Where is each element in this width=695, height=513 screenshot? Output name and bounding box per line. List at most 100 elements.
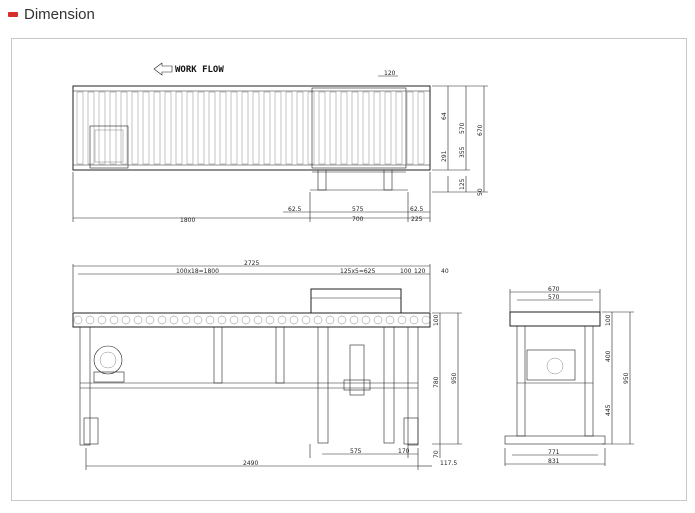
work-flow-label: WORK FLOW bbox=[175, 65, 224, 75]
front-roller bbox=[229, 315, 239, 325]
front-roller bbox=[109, 315, 119, 325]
top-roller bbox=[351, 91, 359, 165]
front-roller bbox=[73, 315, 83, 325]
front-view-rollers bbox=[73, 315, 431, 325]
side-view-leg-right bbox=[584, 325, 594, 437]
front-roller bbox=[253, 315, 263, 325]
dim-70: 70 bbox=[433, 450, 440, 458]
dim-100-front: 100 bbox=[400, 268, 412, 275]
top-roller bbox=[175, 91, 183, 165]
top-roller bbox=[87, 91, 95, 165]
drawing-frame bbox=[11, 38, 687, 501]
top-roller bbox=[153, 91, 161, 165]
bullet-icon bbox=[8, 11, 18, 17]
section-title: Dimension bbox=[24, 5, 95, 23]
dim-40: 40 bbox=[441, 268, 449, 275]
dim-125: 125 bbox=[459, 178, 466, 190]
top-roller bbox=[384, 91, 392, 165]
dim-2725: 2725 bbox=[244, 260, 259, 267]
dim-771: 771 bbox=[548, 449, 560, 456]
dim-700: 700 bbox=[352, 216, 364, 223]
top-view-transfer bbox=[311, 87, 407, 169]
front-view-rail bbox=[72, 312, 431, 328]
front-roller bbox=[241, 315, 251, 325]
dim-62-5-left: 62.5 bbox=[288, 206, 302, 213]
top-roller bbox=[373, 91, 381, 165]
dim-445: 445 bbox=[605, 404, 612, 416]
front-roller bbox=[145, 315, 155, 325]
top-roller bbox=[296, 91, 304, 165]
top-roller bbox=[164, 91, 172, 165]
top-roller bbox=[131, 91, 139, 165]
top-roller bbox=[109, 91, 117, 165]
top-roller bbox=[307, 91, 315, 165]
dim-670-top: 670 bbox=[477, 124, 484, 136]
front-roller bbox=[157, 315, 167, 325]
top-roller bbox=[340, 91, 348, 165]
front-roller bbox=[301, 315, 311, 325]
front-roller bbox=[373, 315, 383, 325]
top-roller bbox=[417, 91, 425, 165]
side-view-top bbox=[509, 311, 601, 327]
top-roller bbox=[120, 91, 128, 165]
dim-355: 355 bbox=[459, 146, 466, 158]
side-view-leg-left bbox=[516, 325, 526, 437]
front-view-leg-right bbox=[407, 326, 419, 446]
dim-575-top: 575 bbox=[352, 206, 364, 213]
front-view: 2725 100x18=1800 125x5=625 100 120 40 bbox=[72, 260, 462, 470]
dim-100x18: 100x18=1800 bbox=[176, 268, 219, 275]
top-view: WORK FLOW 1800 62.5 575 62.5 700 225 120 bbox=[72, 62, 488, 224]
front-view-motor bbox=[93, 345, 123, 375]
front-roller bbox=[325, 315, 335, 325]
dim-2490: 2490 bbox=[243, 460, 258, 467]
dim-64: 64 bbox=[441, 112, 448, 120]
dim-170: 170 bbox=[398, 448, 410, 455]
dim-831: 831 bbox=[548, 458, 560, 465]
top-roller bbox=[76, 91, 84, 165]
dim-950-side: 950 bbox=[623, 372, 630, 384]
front-roller bbox=[277, 315, 287, 325]
top-roller bbox=[241, 91, 249, 165]
side-view-motor bbox=[526, 349, 576, 381]
front-roller bbox=[121, 315, 131, 325]
top-roller bbox=[197, 91, 205, 165]
dim-400: 400 bbox=[605, 350, 612, 362]
dim-62-5-right: 62.5 bbox=[410, 206, 424, 213]
dim-575-front: 575 bbox=[350, 448, 362, 455]
top-roller bbox=[406, 91, 414, 165]
top-roller bbox=[230, 91, 238, 165]
top-roller bbox=[186, 91, 194, 165]
front-roller bbox=[385, 315, 395, 325]
front-roller bbox=[313, 315, 323, 325]
front-roller bbox=[289, 315, 299, 325]
front-roller bbox=[217, 315, 227, 325]
dim-50: 50 bbox=[477, 188, 484, 196]
dim-670-side: 670 bbox=[548, 286, 560, 293]
front-roller bbox=[397, 315, 407, 325]
top-roller bbox=[318, 91, 326, 165]
dim-291: 291 bbox=[441, 150, 448, 162]
dim-570-side: 570 bbox=[548, 294, 560, 301]
front-roller bbox=[421, 315, 431, 325]
top-roller bbox=[285, 91, 293, 165]
front-roller bbox=[181, 315, 191, 325]
dim-120-top: 120 bbox=[384, 70, 396, 77]
front-roller bbox=[409, 315, 419, 325]
dim-100-front-v: 100 bbox=[433, 314, 440, 326]
top-roller bbox=[329, 91, 337, 165]
top-roller bbox=[274, 91, 282, 165]
top-roller bbox=[362, 91, 370, 165]
dim-117-5: 117.5 bbox=[440, 460, 457, 467]
dim-100-side: 100 bbox=[605, 314, 612, 326]
top-roller bbox=[252, 91, 260, 165]
front-roller bbox=[265, 315, 275, 325]
front-roller bbox=[337, 315, 347, 325]
top-roller bbox=[219, 91, 227, 165]
section-header: Dimension bbox=[8, 4, 95, 24]
dim-225: 225 bbox=[411, 216, 423, 223]
top-roller bbox=[395, 91, 403, 165]
top-view-motor bbox=[89, 125, 129, 169]
front-roller bbox=[193, 315, 203, 325]
top-roller bbox=[142, 91, 150, 165]
top-roller bbox=[98, 91, 106, 165]
